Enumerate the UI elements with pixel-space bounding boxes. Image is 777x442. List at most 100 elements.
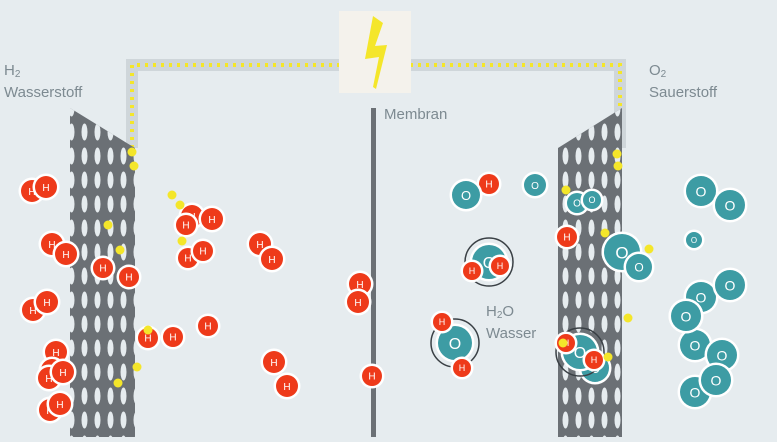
svg-text:O: O xyxy=(696,289,707,305)
svg-text:O: O xyxy=(531,181,539,192)
electron xyxy=(129,161,139,171)
svg-text:H: H xyxy=(497,261,504,271)
electron xyxy=(558,338,568,348)
electron xyxy=(103,220,113,230)
svg-text:O: O xyxy=(681,308,692,324)
electron xyxy=(603,352,613,362)
svg-text:H: H xyxy=(439,317,446,327)
svg-text:O: O xyxy=(696,183,707,199)
svg-text:H: H xyxy=(354,298,361,309)
electron xyxy=(167,190,177,200)
lightning-bolt-icon xyxy=(365,16,387,89)
svg-text:H: H xyxy=(469,266,476,276)
svg-text:O: O xyxy=(461,188,471,203)
svg-text:H: H xyxy=(169,333,176,344)
svg-text:O: O xyxy=(634,261,643,275)
electron xyxy=(613,161,623,171)
svg-text:H: H xyxy=(45,374,52,385)
membrane xyxy=(371,108,376,437)
svg-text:O: O xyxy=(725,197,736,213)
electron xyxy=(623,313,633,323)
svg-text:H: H xyxy=(59,368,66,379)
o2-subscript: 2 xyxy=(660,69,667,80)
h2-formula: H xyxy=(4,62,15,79)
hydrogen-molecule: HH xyxy=(35,358,77,392)
electron xyxy=(600,228,610,238)
hydrogen-ion: H xyxy=(195,313,221,339)
svg-text:H: H xyxy=(56,400,63,411)
hydrogen-ion: H xyxy=(116,264,142,290)
hydrogen-molecule: HH xyxy=(260,348,301,400)
svg-text:H: H xyxy=(563,233,570,244)
svg-text:H: H xyxy=(591,355,598,365)
water-molecule: OH H xyxy=(430,310,480,380)
oxygen-molecule: OO xyxy=(677,362,734,410)
hydrogen-molecule: HH xyxy=(36,390,74,424)
hydrogen-ion: H xyxy=(359,363,385,389)
water-subscript: 2 xyxy=(496,310,503,321)
svg-text:O: O xyxy=(588,195,595,205)
electron xyxy=(115,245,125,255)
svg-text:O: O xyxy=(449,336,461,353)
oxygen-label: O2 Sauerstoff xyxy=(649,62,717,102)
svg-text:H: H xyxy=(43,298,50,309)
oxygen-ion: O xyxy=(683,229,705,251)
electron xyxy=(644,244,654,254)
oxygen-ion: O xyxy=(521,171,549,199)
svg-text:O: O xyxy=(691,236,697,245)
hydrogen-ion: H xyxy=(190,238,216,264)
svg-text:H: H xyxy=(368,372,375,383)
electron xyxy=(175,200,185,210)
hydrogen-ion: H xyxy=(476,171,502,197)
hydrogen-ion: H xyxy=(90,255,116,281)
o2-formula: O xyxy=(649,62,661,79)
svg-text:H: H xyxy=(182,221,189,232)
hydrogen-molecule: HH xyxy=(344,270,374,316)
svg-text:H: H xyxy=(268,255,275,266)
oxygen-ion: O xyxy=(580,188,604,212)
svg-text:H: H xyxy=(270,358,277,369)
oxygen-molecule: OO xyxy=(683,173,748,223)
svg-text:H: H xyxy=(42,183,49,194)
hydrogen-ion: H xyxy=(160,324,186,350)
electron xyxy=(612,149,622,159)
svg-text:H: H xyxy=(459,363,466,373)
svg-text:H: H xyxy=(28,187,35,198)
svg-text:H: H xyxy=(144,334,151,345)
membrane-label: Membran xyxy=(384,106,448,123)
svg-text:O: O xyxy=(690,384,701,400)
water-molecule: OHH xyxy=(554,327,606,377)
hydrogen-ion: H xyxy=(554,224,580,250)
svg-text:O: O xyxy=(711,372,722,388)
water-formula-h: H xyxy=(486,303,497,320)
oxygen-molecule: OO xyxy=(668,298,704,334)
electron xyxy=(561,185,571,195)
water-label: H2O Wasser xyxy=(486,303,536,343)
svg-text:O: O xyxy=(725,277,736,293)
svg-text:O: O xyxy=(690,337,701,353)
svg-text:H: H xyxy=(99,264,106,275)
oxygen-ion: O xyxy=(623,251,655,283)
oxygen-ion: O xyxy=(449,178,483,212)
svg-text:H: H xyxy=(52,348,59,359)
water-formula-o: O xyxy=(502,303,515,320)
h2-name: Wasserstoff xyxy=(4,84,83,101)
electron xyxy=(177,236,187,246)
o2-name: Sauerstoff xyxy=(649,84,718,101)
h2-subscript: 2 xyxy=(14,69,21,80)
svg-text:H: H xyxy=(184,254,191,265)
water-name: Wasser xyxy=(486,325,537,342)
water-molecule: OHH xyxy=(460,237,514,287)
svg-text:H: H xyxy=(256,240,263,251)
hydrogen-molecule: HH xyxy=(19,288,61,324)
electron xyxy=(127,147,137,157)
svg-text:O: O xyxy=(615,243,628,262)
electron xyxy=(132,362,142,372)
svg-text:H: H xyxy=(204,322,211,333)
hydrogen-ion: H xyxy=(173,212,199,238)
hydrogen-label: H2 Wasserstoff xyxy=(4,62,82,102)
electron xyxy=(113,378,123,388)
svg-text:H: H xyxy=(283,382,290,393)
